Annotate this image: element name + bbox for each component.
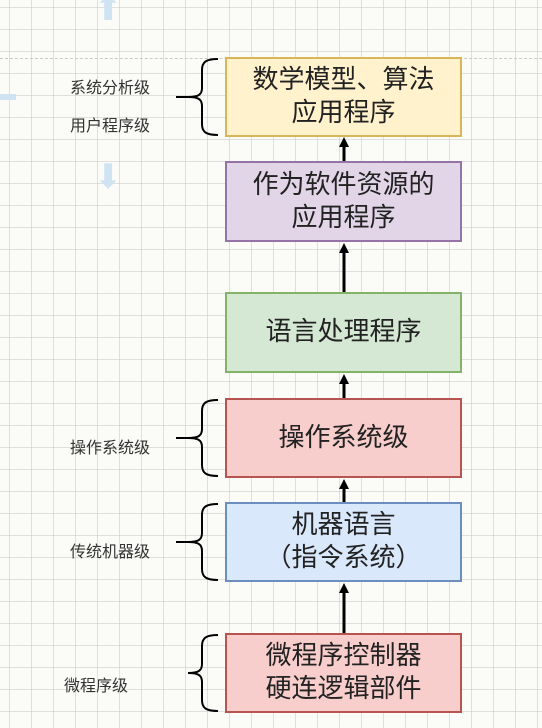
level-label-operating-system: 操作系统级 [69,438,150,457]
brace-conventional-machine-icon [187,503,219,581]
level-label-system-analysis: 系统分析级 [69,78,150,97]
box-software-resource-application[interactable]: 作为软件资源的 应用程序 [225,161,462,242]
box-microprogram-controller[interactable]: 微程序控制器 硬连逻辑部件 [225,633,462,713]
brace-operating-system-icon [187,399,219,477]
box-machine-language[interactable]: 机器语言 （指令系统） [225,502,462,582]
box-operating-system-level[interactable]: 操作系统级 [225,398,462,478]
arrow-down-hint-icon: ⬇ [94,157,123,197]
box-language-processor[interactable]: 语言处理程序 [225,292,462,373]
level-label-microprogram: 微程序级 [63,676,128,695]
arrow-up-hint-icon: ⬆ [94,0,123,29]
brace-system-user-icon [187,58,219,136]
side-hint-bar [0,94,16,100]
level-label-user-program: 用户程序级 [69,116,150,135]
box-math-model-application[interactable]: 数学模型、算法 应用程序 [225,57,462,137]
level-label-conventional-machine: 传统机器级 [69,542,150,561]
brace-microprogram-icon [187,634,219,712]
